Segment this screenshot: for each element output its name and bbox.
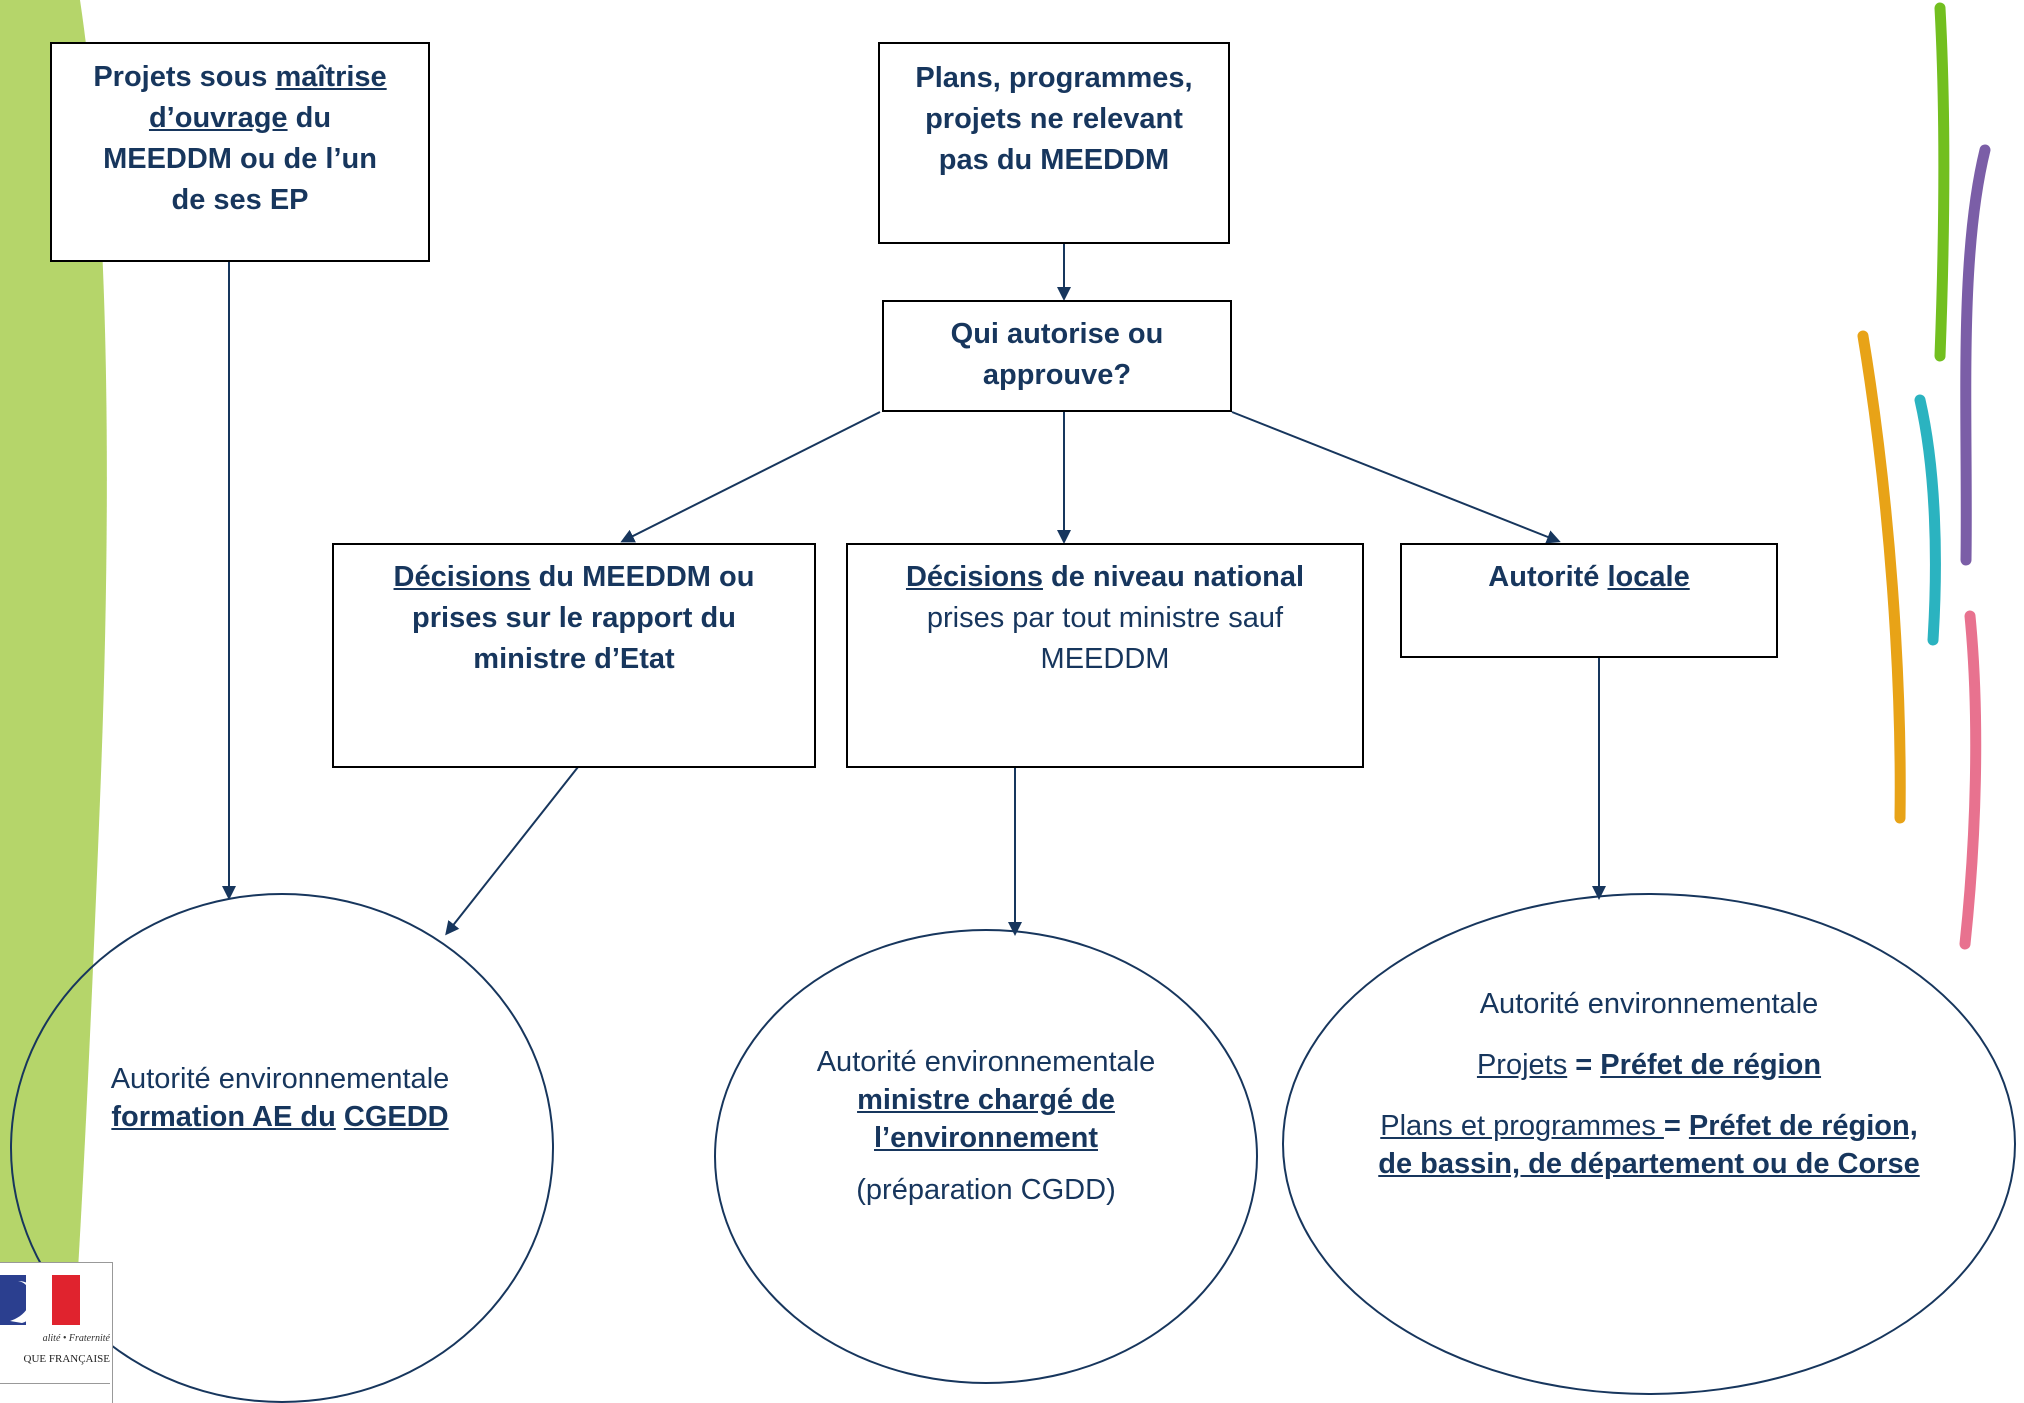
box-plans-programmes: Plans, programmes, projets ne relevant p… <box>878 42 1230 244</box>
decisions-meeddm-line1-a: Décisions <box>393 561 531 593</box>
prefet-line3-c: Préfet de région, <box>1688 1110 1918 1142</box>
decisions-national-line1-a: Décisions <box>905 561 1043 593</box>
ministre-line4: (préparation CGDD) <box>856 1174 1116 1206</box>
prefet-line2-b: = <box>1567 1049 1601 1081</box>
ellipse-ministre <box>714 929 1258 1384</box>
cgedd-line1: Autorité environnementale <box>110 1063 450 1095</box>
box-projets-meeddm: Projets sous maîtrise d’ouvrage du MEEDD… <box>50 42 430 262</box>
box-autorite-locale: Autorité locale <box>1400 543 1778 658</box>
prefet-line4: de bassin, de département ou de Corse <box>1378 1148 1920 1180</box>
ministre-line1: Autorité environnementale <box>816 1046 1156 1078</box>
prefet-line3-a: Plans et programmes <box>1380 1110 1664 1142</box>
prefet-line2-c: Préfet de région <box>1600 1049 1822 1081</box>
plans-line2: projets ne relevant <box>925 103 1183 135</box>
logo-republic: QUE FRANÇAISE <box>23 1353 110 1365</box>
decisions-national-line1-b: de niveau national <box>1042 561 1305 593</box>
arrow-qui-to-decisions-meeddm <box>620 411 881 543</box>
autorite-locale-line1-a: Autorité <box>1488 561 1608 593</box>
decisions-meeddm-line2: prises sur le rapport du <box>412 602 736 634</box>
qui-line1: Qui autorise ou <box>950 318 1164 350</box>
decisions-national-line3: MEEDDM <box>1040 643 1170 675</box>
projets-line3: MEEDDM ou de l’un <box>103 143 377 175</box>
plans-line1: Plans, programmes, <box>915 62 1193 94</box>
box-qui-autorise: Qui autorise ou approuve? <box>882 300 1232 412</box>
qui-line2: approuve? <box>982 359 1132 391</box>
plans-line3: pas du MEEDDM <box>938 144 1170 176</box>
marianne-flag-icon <box>0 1275 80 1325</box>
decisions-national-line2: prises par tout ministre sauf <box>926 602 1284 634</box>
cgedd-line2-b: CGEDD <box>343 1101 449 1133</box>
ellipse-prefet-text: Autorité environnementale Projets = Préf… <box>1292 985 2006 1183</box>
box-decisions-meeddm: Décisions du MEEDDM ou prises sur le rap… <box>332 543 816 768</box>
projets-line2-a: d’ouvrage <box>148 102 288 134</box>
green-background-band <box>0 0 107 1270</box>
autorite-locale-line1-b: locale <box>1607 561 1690 593</box>
logo-divider <box>0 1383 110 1384</box>
ministre-line3: l’environnement <box>874 1122 1098 1154</box>
decisions-meeddm-line3: ministre d’Etat <box>473 643 675 675</box>
decisions-meeddm-line1-b: du MEEDDM ou <box>530 561 755 593</box>
projets-line2-b: du <box>287 102 332 134</box>
prefet-line1: Autorité environnementale <box>1479 988 1819 1020</box>
box-decisions-national: Décisions de niveau national prises par … <box>846 543 1364 768</box>
projets-line1-b: maîtrise <box>275 61 387 93</box>
cgedd-line2-a: formation AE du <box>111 1101 336 1133</box>
arrow-qui-to-autorite-locale <box>1231 411 1561 544</box>
ellipse-cgedd-text: Autorité environnementale formation AE d… <box>60 1060 500 1136</box>
prefet-line2-a: Projets <box>1476 1049 1568 1081</box>
logo-motto: alité • Fraternité <box>42 1333 110 1344</box>
prefet-line3-b: = <box>1663 1110 1689 1142</box>
projets-line4: de ses EP <box>171 184 309 216</box>
ellipse-prefet <box>1282 893 2016 1395</box>
ministre-line2: ministre chargé de <box>857 1084 1115 1116</box>
ellipse-ministre-text: Autorité environnementale ministre charg… <box>756 1043 1216 1209</box>
projets-line1-a: Projets sous <box>93 61 276 93</box>
arrow-decisions-meeddm-to-cgedd <box>445 766 579 936</box>
republique-francaise-logo: alité • Fraternité QUE FRANÇAISE <box>0 1262 113 1403</box>
